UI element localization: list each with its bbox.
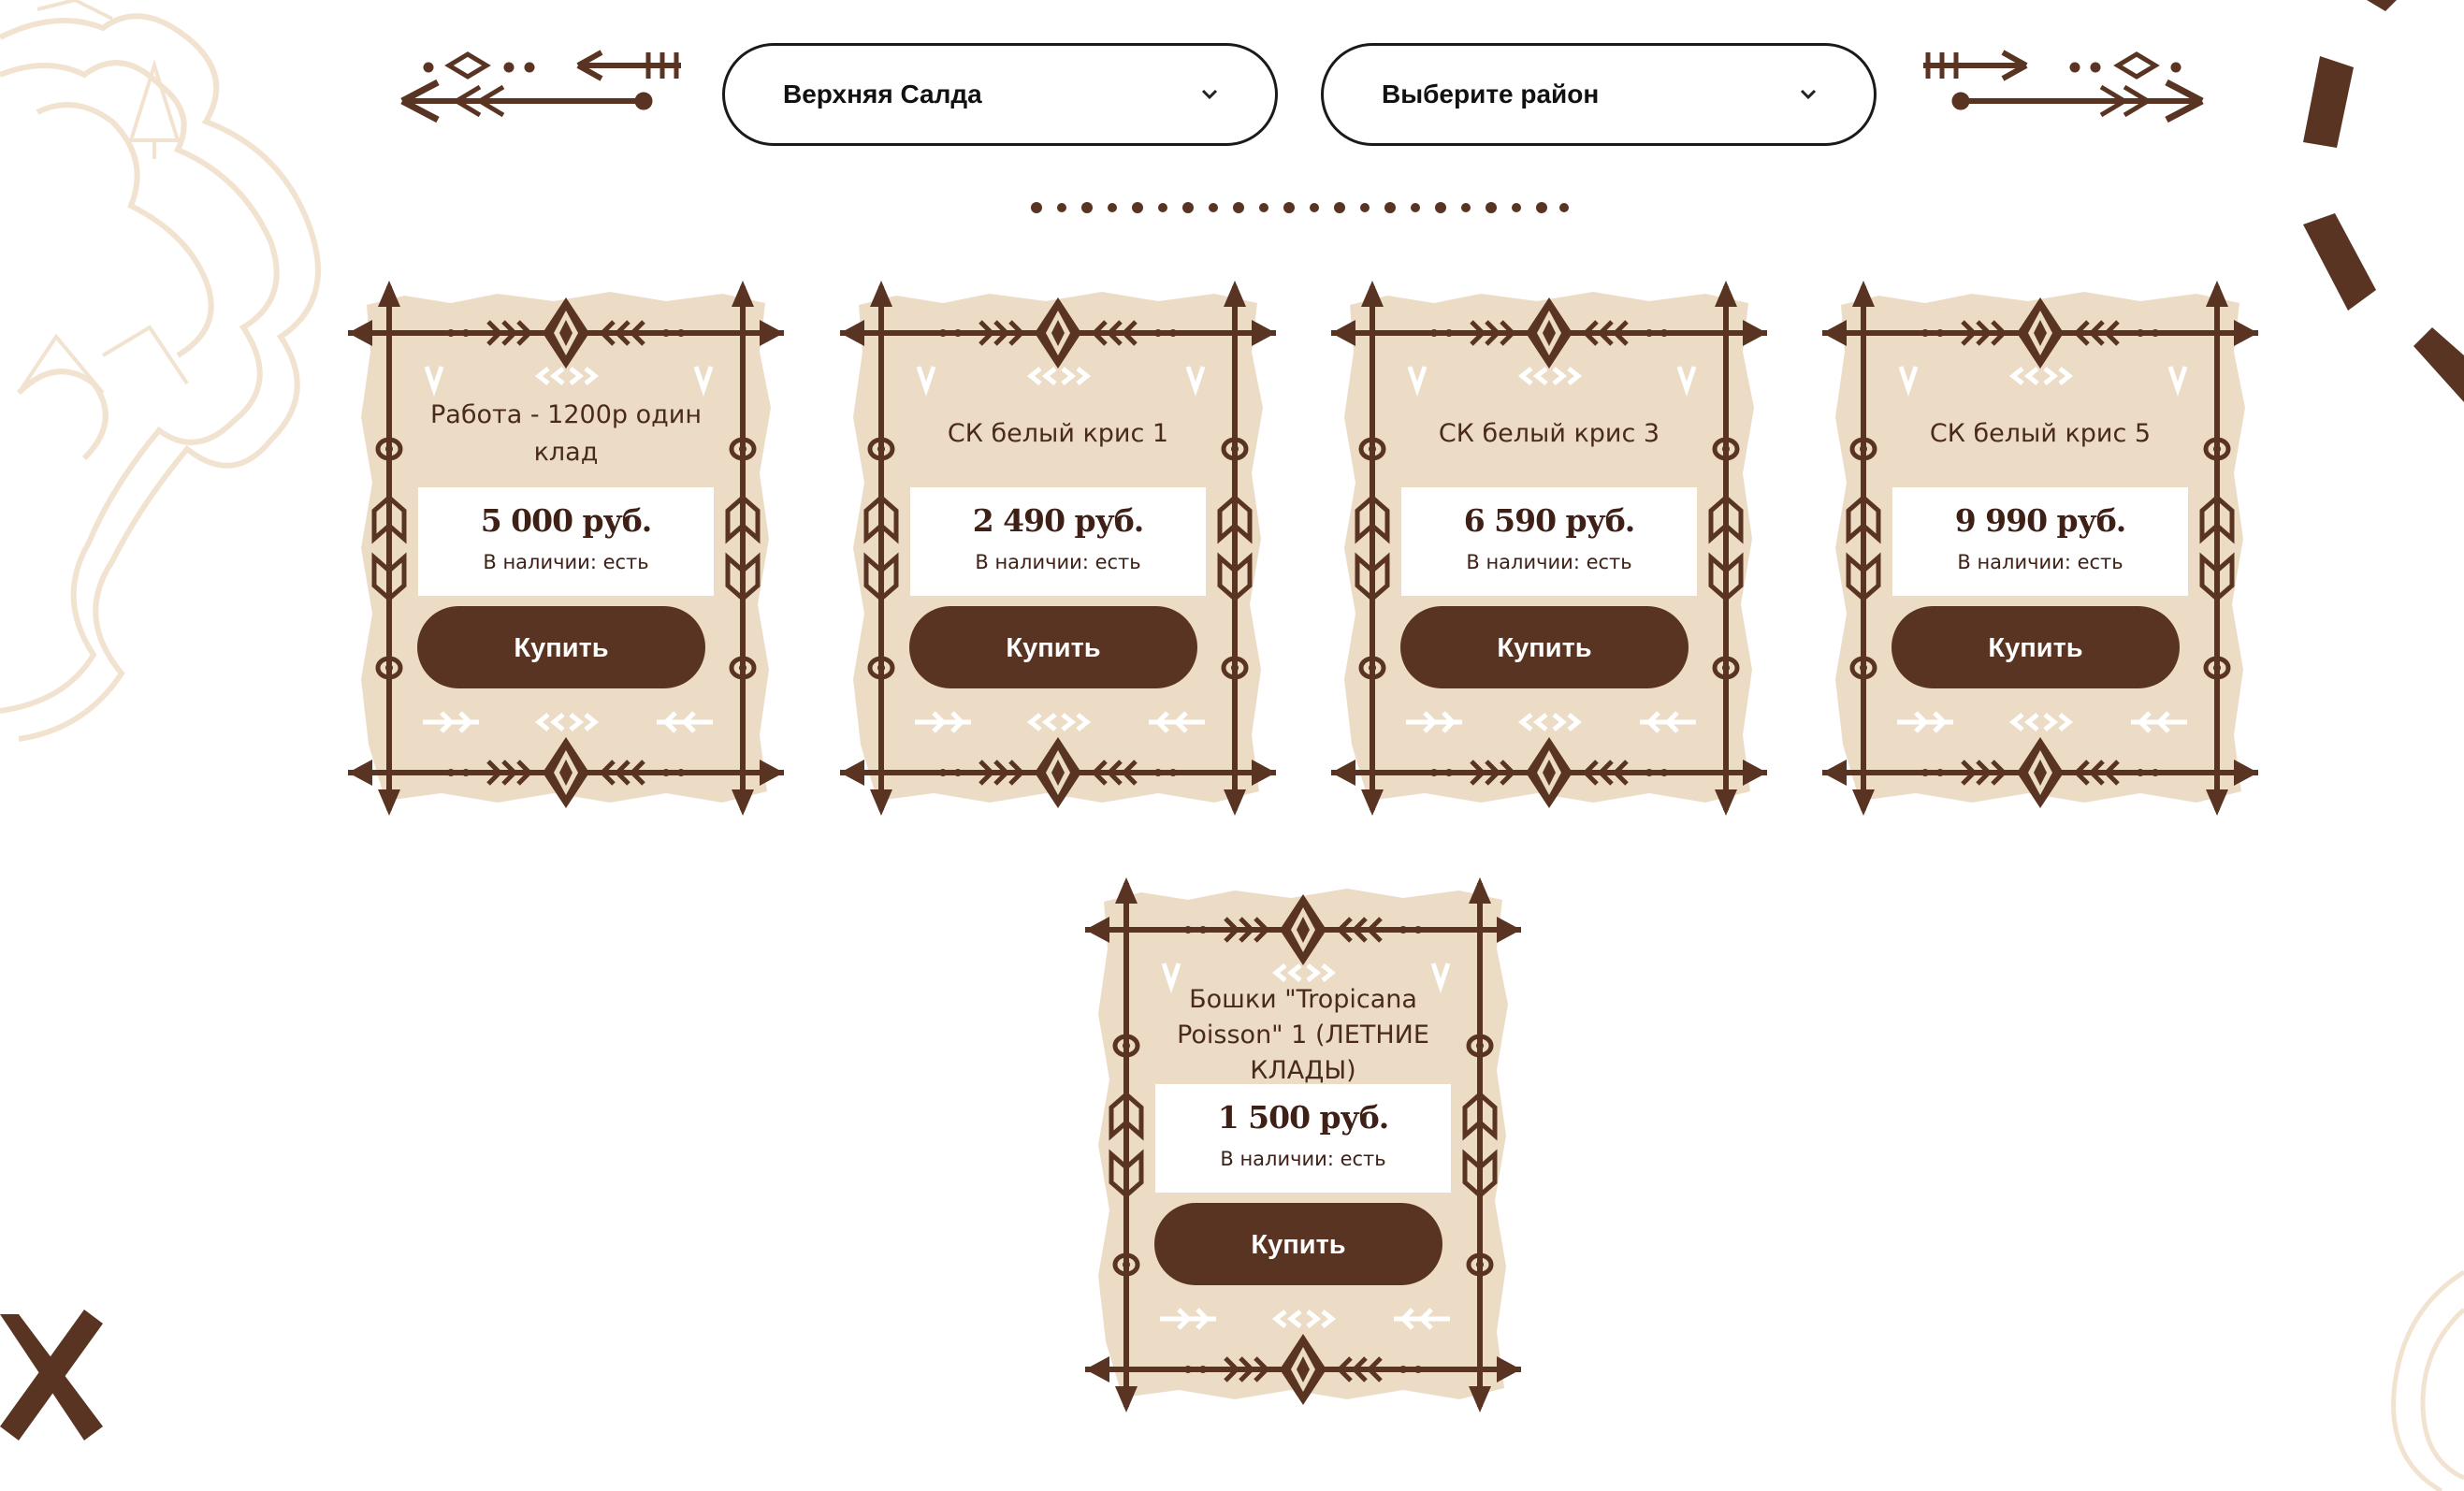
background-map-decoration [0, 0, 321, 742]
stock-status: В наличии: есть [975, 551, 1141, 573]
district-select[interactable]: Выберите район [1321, 43, 1877, 146]
product-card: Работа - 1200р один клад 5 000 руб. В на… [348, 277, 784, 819]
product-price: 6 590 руб. [1463, 502, 1636, 539]
price-box: 9 990 руб. В наличии: есть [1892, 487, 2188, 596]
product-card: СК белый крис 3 6 590 руб. В наличии: ес… [1331, 277, 1767, 819]
close-x-decoration [0, 1310, 103, 1440]
buy-button[interactable]: Купить [417, 606, 705, 688]
buy-button[interactable]: Купить [1400, 606, 1689, 688]
stock-status: В наличии: есть [1466, 551, 1632, 573]
stock-status: В наличии: есть [1220, 1148, 1386, 1170]
arrow-ornament-left [400, 50, 681, 123]
product-price: 1 500 руб. [1217, 1099, 1390, 1136]
product-price: 2 490 руб. [972, 502, 1145, 539]
product-title: Работа - 1200р один клад [430, 400, 702, 467]
product-title: СК белый крис 1 [947, 419, 1169, 448]
buy-button[interactable]: Купить [1154, 1203, 1442, 1285]
dotted-divider [1031, 202, 1569, 213]
price-box: 2 490 руб. В наличии: есть [910, 487, 1206, 596]
chevron-down-icon [1800, 89, 1817, 100]
city-select[interactable]: Верхняя Салда [722, 43, 1278, 146]
product-title: СК белый крис 5 [1929, 419, 2152, 448]
district-select-value: Выберите район [1382, 80, 1600, 109]
chevron-down-icon [1201, 89, 1218, 100]
price-box: 6 590 руб. В наличии: есть [1401, 487, 1697, 596]
product-price: 9 990 руб. [1954, 502, 2127, 539]
product-card: Бошки "Tropicana Poisson" 1 (ЛЕТНИЕ КЛАД… [1085, 874, 1521, 1416]
price-box: 5 000 руб. В наличии: есть [418, 487, 714, 596]
corner-deco-bottom-right [2391, 1269, 2464, 1491]
product-price: 5 000 руб. [480, 502, 653, 539]
product-card: СК белый крис 5 9 990 руб. В наличии: ес… [1822, 277, 2258, 819]
product-card: СК белый крис 1 2 490 руб. В наличии: ес… [840, 277, 1276, 819]
buy-button[interactable]: Купить [1891, 606, 2180, 688]
city-select-value: Верхняя Салда [783, 80, 982, 109]
decorative-dash-arc [2303, 0, 2464, 402]
product-title: Бошки "Tropicana Poisson" 1 (ЛЕТНИЕ КЛАД… [1177, 985, 1429, 1085]
product-title: СК белый крис 3 [1438, 419, 1660, 448]
buy-button[interactable]: Купить [909, 606, 1197, 688]
arrow-ornament-right [1923, 50, 2204, 123]
stock-status: В наличии: есть [1957, 551, 2123, 573]
price-box: 1 500 руб. В наличии: есть [1155, 1084, 1451, 1193]
stock-status: В наличии: есть [483, 551, 649, 573]
